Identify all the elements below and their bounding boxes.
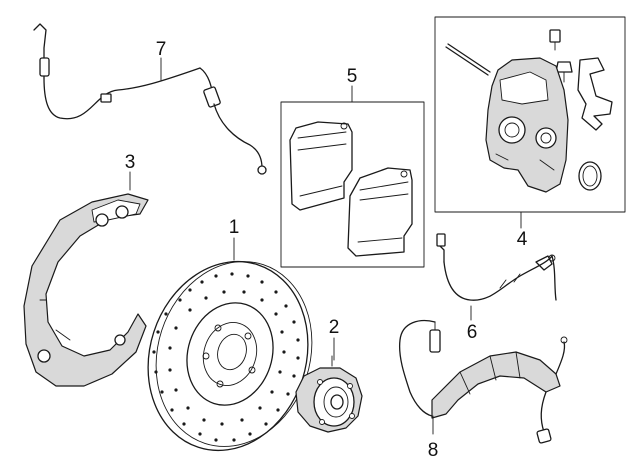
callout-2: 2 [329, 317, 340, 338]
callout-3: 3 [125, 152, 136, 173]
callout-4: 4 [517, 229, 528, 250]
part-4-caliper[interactable] [445, 29, 613, 193]
callout-6: 6 [467, 322, 478, 343]
part-7-wear-sensor[interactable] [33, 23, 267, 175]
part-3-dust-shield[interactable] [23, 193, 149, 387]
callout-1: 1 [229, 217, 240, 238]
part-5-box [280, 101, 425, 268]
part-4-box [434, 16, 626, 213]
callout-5: 5 [347, 66, 358, 87]
part-8-abs-sensor-heat-shield[interactable] [398, 319, 568, 444]
part-6-speed-sensor[interactable] [436, 233, 557, 301]
part-2-wheel-hub[interactable] [295, 355, 363, 433]
part-1-brake-rotor[interactable] [124, 241, 335, 471]
part-5-brake-pads[interactable] [289, 121, 413, 257]
rotor-drill-holes [152, 272, 300, 442]
callout-8: 8 [428, 440, 439, 461]
callout-7: 7 [156, 39, 167, 60]
